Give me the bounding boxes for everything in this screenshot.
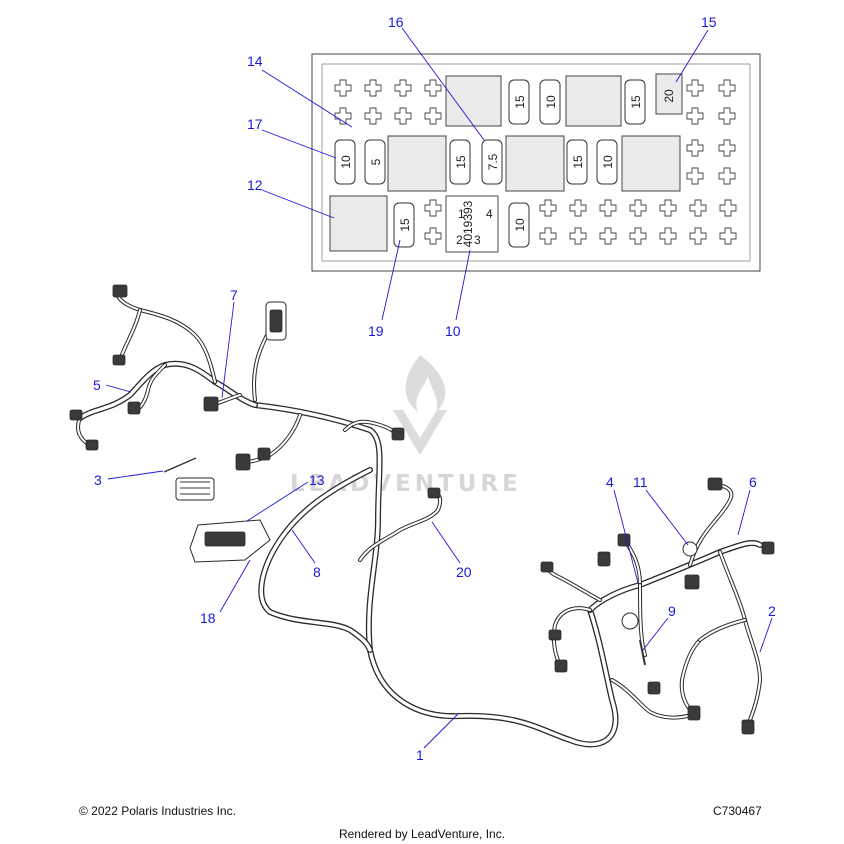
callout-11: 11 <box>633 474 648 490</box>
fuse-socket <box>686 167 704 185</box>
fuse-rating: 15 <box>513 95 527 109</box>
leader-lines <box>105 27 773 749</box>
callout-6: 6 <box>749 474 757 490</box>
fuse-sockets <box>334 79 737 245</box>
relay-label: 3 <box>474 233 481 247</box>
fuse-socket <box>364 79 382 97</box>
fuse-socket <box>659 199 677 217</box>
callout-12: 12 <box>247 177 263 193</box>
fuse-rating: 15 <box>629 95 643 109</box>
fuse-socket <box>599 227 617 245</box>
fuse-socket <box>364 107 382 125</box>
callouts: 1 2 3 4 5 6 7 8 9 10 11 12 13 14 15 16 1… <box>93 14 776 763</box>
fuse-socket <box>569 199 587 217</box>
callout-5: 5 <box>93 377 101 393</box>
fuse-rating: 15 <box>454 155 468 169</box>
wiring-harness <box>69 284 775 748</box>
fuse-socket <box>424 79 442 97</box>
watermark: LEADVENTURE <box>290 355 518 497</box>
fuse-rating: 15 <box>398 218 412 232</box>
callout-18: 18 <box>200 610 216 626</box>
fuse-rating: 10 <box>601 155 615 169</box>
callout-16: 16 <box>388 14 404 30</box>
fuse-rating: 10 <box>513 218 527 232</box>
relay-label: 4 <box>486 207 493 221</box>
fuse-rating: 20 <box>662 89 676 103</box>
relay-label: 2 <box>456 233 463 247</box>
callout-7: 7 <box>230 287 238 303</box>
fuse-socket <box>686 79 704 97</box>
fuse-socket <box>689 227 707 245</box>
diagram-code: C730467 <box>713 804 762 818</box>
rendered-by-credit: Rendered by LeadVenture, Inc. <box>338 827 506 841</box>
fuse-rating: 10 <box>544 95 558 109</box>
fuse-socket <box>539 199 557 217</box>
fuse-socket <box>629 227 647 245</box>
fuse-socket <box>659 227 677 245</box>
fuse-socket <box>719 227 737 245</box>
callout-15: 15 <box>701 14 717 30</box>
fuse-socket <box>718 167 736 185</box>
fuse-socket <box>394 79 412 97</box>
fuse-socket <box>689 199 707 217</box>
leadventure-flame-logo <box>393 355 447 455</box>
fuse-socket <box>394 107 412 125</box>
fuse-socket <box>719 199 737 217</box>
callout-8: 8 <box>313 564 321 580</box>
callout-1: 1 <box>416 747 424 763</box>
fuse-socket <box>424 107 442 125</box>
callout-2: 2 <box>768 603 776 619</box>
callout-9: 9 <box>668 603 676 619</box>
fuse-socket <box>599 199 617 217</box>
callout-4: 4 <box>606 474 614 490</box>
fuse-socket <box>718 139 736 157</box>
callout-14: 14 <box>247 53 263 69</box>
fuse-socket <box>686 139 704 157</box>
callout-10: 10 <box>445 323 461 339</box>
fuse-socket <box>629 199 647 217</box>
callout-19: 19 <box>368 323 384 339</box>
fuse-socket <box>539 227 557 245</box>
callout-3: 3 <box>94 472 102 488</box>
part-13-bracket <box>175 477 215 501</box>
callout-20: 20 <box>456 564 472 580</box>
fuse-socket <box>718 79 736 97</box>
fuse-rating: 5 <box>369 158 383 165</box>
fuse-socket <box>334 79 352 97</box>
copyright-text: © 2022 Polaris Industries Inc. <box>79 804 236 818</box>
fuse-rating: 10 <box>339 155 353 169</box>
relay-label: 1 <box>458 207 465 221</box>
fuse-socket <box>686 107 704 125</box>
fuse-socket <box>424 199 442 217</box>
fuse-box: 15 10 15 20 10 5 15 7.5 15 10 15 10 1 2 … <box>311 53 761 272</box>
fuse-socket <box>424 227 442 245</box>
fuse-socket <box>334 107 352 125</box>
fuse-box-part-number: 4019393 <box>461 200 475 247</box>
fuse-rating: 7.5 <box>486 153 500 170</box>
fuse-socket <box>569 227 587 245</box>
callout-17: 17 <box>247 116 263 132</box>
callout-13: 13 <box>309 472 325 488</box>
fuse-socket <box>718 107 736 125</box>
fuse-rating: 15 <box>571 155 585 169</box>
